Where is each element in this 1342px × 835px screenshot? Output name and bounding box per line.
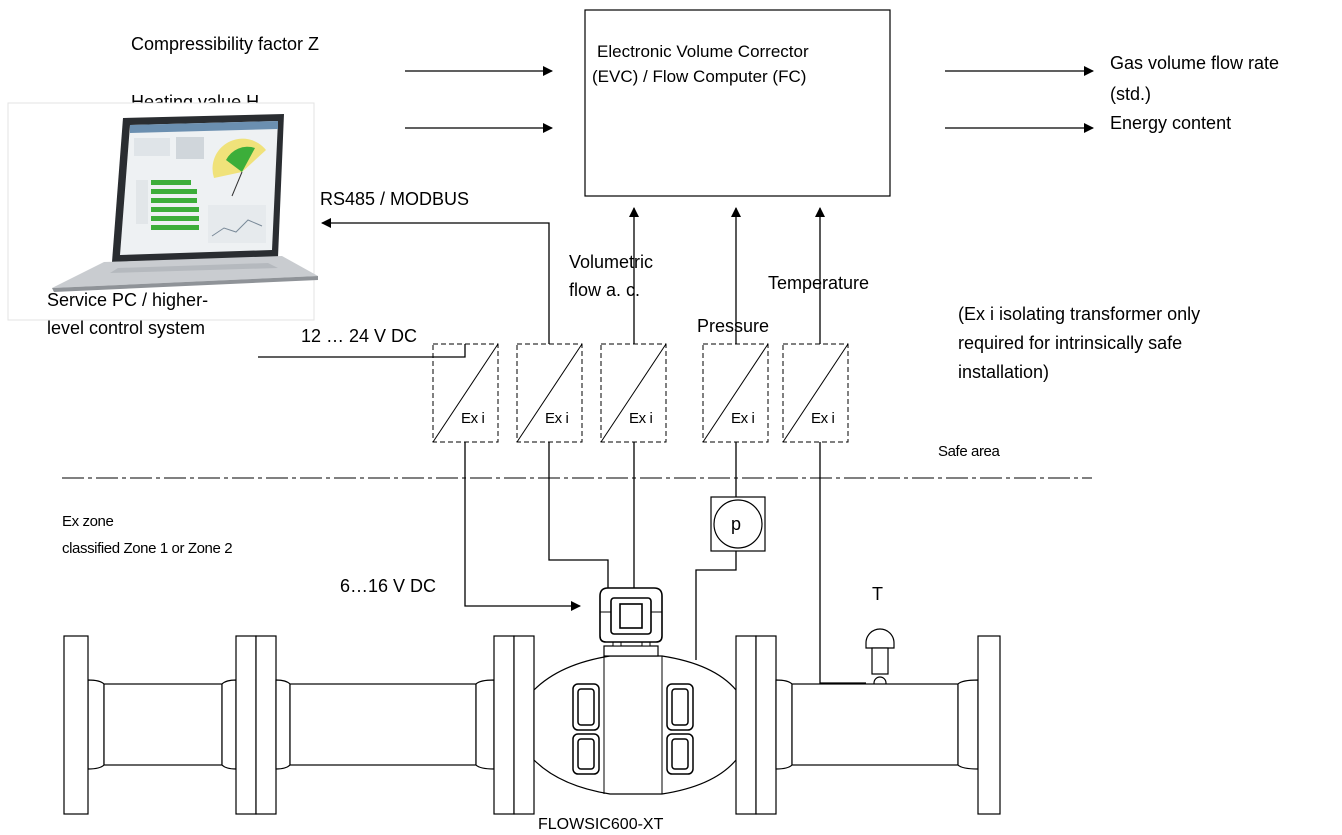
energy-content-label: Energy content (1110, 113, 1231, 133)
service-pc-label-line2: level control system (47, 318, 205, 338)
rs485-label: RS485 / MODBUS (320, 189, 469, 209)
supply-6-16-label: 6…16 V DC (340, 576, 436, 596)
isolator-5: Ex i (782, 343, 849, 443)
isolator-1: Ex i (432, 343, 499, 443)
pressure-tap-line (695, 551, 737, 660)
isolator-2: Ex i (516, 343, 583, 443)
rs485-connection (321, 218, 550, 344)
meter-electronics-head (599, 587, 663, 657)
supply-6-16-line (464, 442, 581, 611)
ex-zone-label-line2: classified Zone 1 or Zone 2 (62, 540, 232, 557)
evc-title-line2: (EVC) / Flow Computer (FC) (592, 67, 806, 86)
volumetric-label-line2: flow a. c. (569, 280, 640, 300)
note-line3: installation) (958, 362, 1049, 382)
pressure-transmitter: p (710, 496, 766, 552)
temperature-symbol: T (872, 584, 883, 604)
device-name-label: FLOWSIC600-XT (538, 816, 664, 833)
supply-12-24-label: 12 … 24 V DC (301, 326, 417, 346)
rs485-field-line (548, 442, 609, 588)
isolator-4-label: Ex i (731, 410, 754, 427)
pressure-label: Pressure (697, 316, 769, 336)
evc-box (584, 9, 891, 197)
volumetric-label-line1: Volumetric (569, 252, 653, 272)
note-line1: (Ex i isolating transformer only (958, 304, 1200, 324)
pressure-symbol: p (731, 514, 741, 534)
pipeline-assembly (63, 635, 1001, 815)
gas-volume-label-line2: (std.) (1110, 84, 1151, 104)
temperature-field-line (819, 442, 866, 684)
compressibility-label: Compressibility factor Z (131, 34, 319, 54)
temperature-label: Temperature (768, 273, 869, 293)
isolator-5-label: Ex i (811, 410, 834, 427)
isolator-4: Ex i (702, 343, 769, 443)
laptop-icon (7, 102, 318, 321)
service-pc-label-line1: Service PC / higher- (47, 290, 208, 310)
isolator-1-label: Ex i (461, 410, 484, 427)
isolator-3-label: Ex i (629, 410, 652, 427)
note-line2: required for intrinsically safe (958, 333, 1182, 353)
isolator-2-label: Ex i (545, 410, 568, 427)
isolator-3: Ex i (600, 343, 667, 443)
safe-area-label: Safe area (938, 443, 1001, 460)
gas-volume-label-line1: Gas volume flow rate (1110, 53, 1279, 73)
ex-zone-label-line1: Ex zone (62, 513, 113, 530)
supply-12-24-line (258, 344, 466, 358)
evc-title-line1: Electronic Volume Corrector (597, 42, 809, 61)
